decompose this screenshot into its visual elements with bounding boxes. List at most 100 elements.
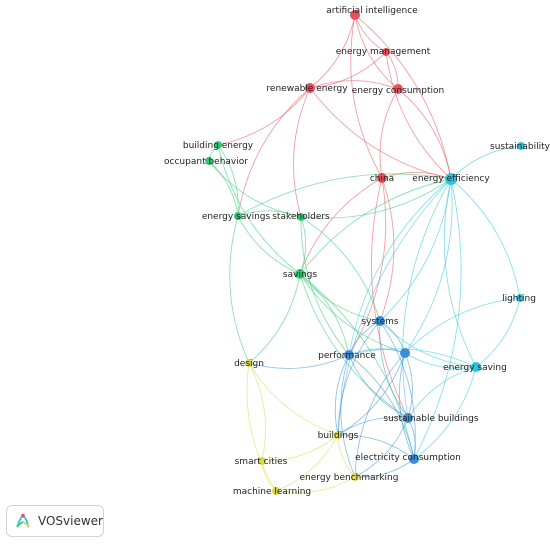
edge-pf-eb [340,354,356,478]
node-label-sh: stakeholders [272,212,330,222]
edge-esv-elc [413,366,477,460]
node-ec[interactable] [393,84,403,94]
edge-ob-es [208,160,239,217]
node-label-ee: energy efficiency [412,174,490,184]
node-label-sb: sustainable buildings [383,414,479,424]
edge-esv-sb [407,366,477,419]
node-ai[interactable] [350,10,360,20]
node-de[interactable] [245,359,253,367]
edge-sh-pf [300,216,350,356]
node-label-li: lighting [502,294,536,304]
node-sc[interactable] [258,457,266,465]
edge-ee-elc [413,178,462,460]
edge-elc-bu [337,434,415,460]
node-label-sv: savings [283,270,317,280]
edge-li-esv [475,297,521,368]
edge-ai-re [309,14,356,89]
node-label-esv: energy saving [443,363,507,373]
edge-re-sh [293,87,311,218]
node-bu[interactable] [334,431,342,439]
edge-esv-pf [348,348,477,368]
edge-de-sc [248,362,266,462]
edge-sb-bu [337,416,409,436]
edge-es-sh [237,210,302,218]
vosviewer-label: VOSviewer [37,514,103,528]
node-label-ec: energy consumption [352,86,445,96]
edge-pf-elc [348,354,415,460]
edge-bl-eb [354,352,406,478]
edge-re-ec [309,80,399,90]
edge-sb-eb [354,417,409,478]
node-re[interactable] [305,83,315,93]
node-label-re: renewable energy [266,84,348,94]
edge-pf-sb [348,354,409,419]
node-sus[interactable] [517,142,525,150]
node-em[interactable] [382,48,390,56]
edge-de-ml [246,362,277,492]
edge-sh-ee [300,178,452,219]
node-ob[interactable] [205,157,213,165]
edge-ee-sb [402,178,452,419]
node-sh[interactable] [297,213,305,221]
vosviewer-logo-icon [16,513,30,528]
edge-esv-sy [379,320,477,368]
edge-bl-elc [398,352,415,460]
edge-bl-bu [337,352,406,436]
edge-esv-bl [404,352,477,369]
edge-ob-sh [208,160,302,218]
node-pf[interactable] [344,350,354,360]
node-label-sc: smart cities [235,457,288,467]
node-esv[interactable] [471,362,481,372]
edge-cn-sv [299,177,383,275]
edge-ee-bl [404,178,453,354]
node-layer [205,10,525,495]
edge-sv-sb [299,273,409,419]
node-sy[interactable] [375,316,385,326]
edge-ec-ee [397,88,452,180]
edge-es-de [229,215,250,364]
edge-ee-pf [348,178,452,356]
node-ee[interactable] [445,173,457,185]
edge-ai-cn [350,14,383,179]
edge-sv-pf [299,273,350,356]
edge-sh-sy [300,216,381,322]
edge-pf-de [248,354,350,369]
edge-eb-ml [275,476,356,494]
edge-em-re [309,51,387,89]
vosviewer-badge: VOSviewer [6,505,104,537]
node-label-ml: machine learning [233,487,311,497]
node-sv[interactable] [295,269,305,279]
node-label-sy: systems [361,317,399,327]
edge-sv-bl [299,273,406,354]
edge-em-ee [385,51,452,180]
edge-ee-sy [379,178,452,322]
node-label-eb: energy benchmarking [300,473,399,483]
node-eb[interactable] [351,473,359,481]
node-be[interactable] [214,141,222,149]
node-label-be: building energy [183,141,254,151]
edge-sv-elc [299,273,415,460]
node-label-em: energy management [336,47,431,57]
edge-be-es [217,144,239,217]
edge-sv-ee [299,178,452,275]
edge-re-be [217,87,311,146]
node-ml[interactable] [272,487,280,495]
edge-be-sv [217,144,301,275]
node-label-de: design [234,359,264,369]
edge-ec-cn [379,88,399,179]
node-es[interactable] [234,212,242,220]
edge-bl-sb [404,352,413,419]
node-label-elc: electricity consumption [355,453,461,463]
node-label-es: energy savings [202,212,271,222]
edge-sh-sv [299,216,307,275]
edge-ai-ec [354,14,399,90]
node-label-cn: china [370,174,394,184]
edge-sy-sb [379,320,409,419]
edge-pf-bu [334,354,350,436]
node-li[interactable] [516,294,524,302]
node-sb[interactable] [403,413,413,423]
node-cn[interactable] [377,173,387,183]
node-bl[interactable] [400,348,410,358]
node-elc[interactable] [409,454,419,464]
